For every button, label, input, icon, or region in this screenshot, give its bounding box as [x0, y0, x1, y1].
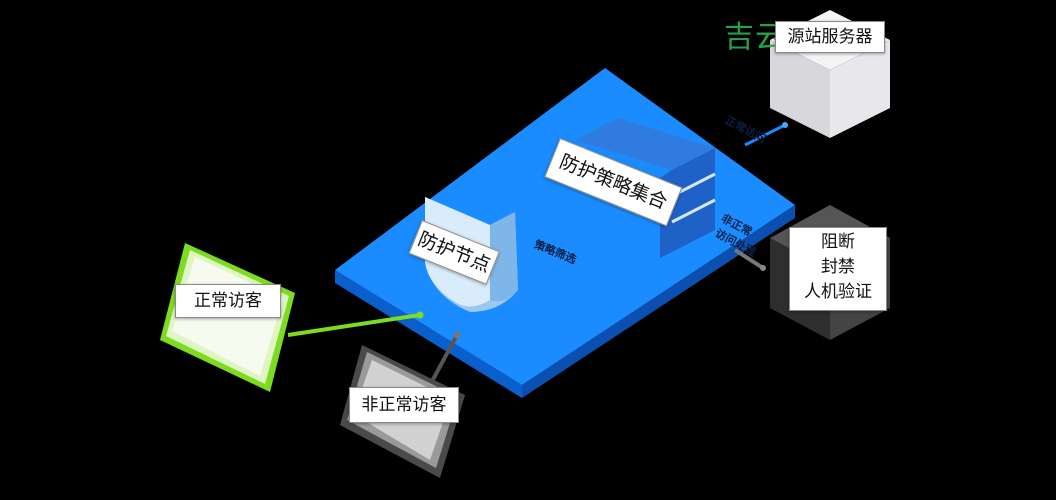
- normal-visitor-label: 正常访客: [175, 284, 281, 318]
- abnormal-handling-dot: [760, 265, 766, 271]
- normal-link-dot: [416, 311, 424, 319]
- action-block: 阻断: [821, 232, 855, 252]
- abnormal-visitor-label: 非正常访客: [349, 387, 459, 423]
- action-captcha: 人机验证: [804, 282, 872, 302]
- origin-server-link: [744, 123, 786, 147]
- origin-link-dot: [782, 122, 788, 128]
- abnormal-link-dot: [453, 331, 461, 339]
- origin-server-label: 源站服务器: [775, 21, 885, 53]
- action-ban: 封禁: [821, 257, 855, 277]
- abnormal-handling-link: [733, 248, 765, 270]
- normal-visitor-link: [287, 313, 421, 337]
- platform-side: [335, 270, 522, 398]
- abnormal-actions-box: 阻断 封禁 人机验证: [789, 227, 887, 311]
- platform-side-right: [522, 205, 795, 398]
- abnormal-visitor-link: [428, 334, 459, 386]
